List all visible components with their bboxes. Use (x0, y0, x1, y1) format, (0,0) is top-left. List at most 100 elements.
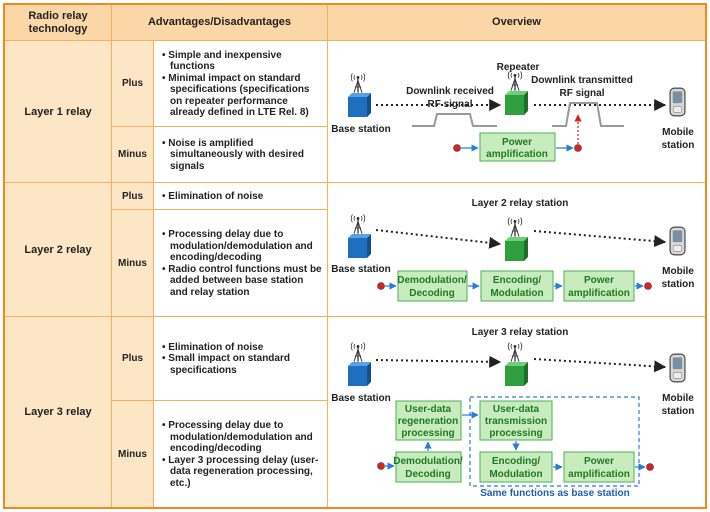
demodulation-block (395, 451, 462, 483)
signal-arrow (375, 229, 502, 249)
input-dot (453, 144, 461, 152)
udt-text: User-data (493, 404, 540, 415)
ms-line2: station (662, 406, 695, 417)
pa-line1: Power (584, 456, 614, 467)
header-advantages-text: Advantages/Disadvantages (147, 16, 292, 28)
layer2-plus-label: Plus (112, 183, 154, 210)
demodulation-text: Demodulation/ (393, 456, 463, 467)
ms-line1: Mobile (662, 127, 694, 138)
demodulation-text-2: Decoding (409, 288, 455, 299)
header-technology: Radio relay technology (5, 5, 112, 41)
same-functions-box (469, 396, 640, 487)
downlink-transmitted-label: Downlink transmitted (531, 75, 633, 86)
layer2-label: Layer 2 relay (5, 183, 112, 317)
layer1-minus-label-text: Minus (118, 149, 147, 160)
udr-text-3: processing (401, 428, 454, 439)
layer1-plus-list: • Simple and inexpensive functions • Min… (154, 41, 328, 127)
output-dot (574, 144, 582, 152)
demodulation-block (397, 270, 468, 302)
bullet-text: Processing delay due to modulation/demod… (168, 229, 313, 263)
mobile-phone-icon (669, 87, 686, 117)
layer2-minus-label-text: Minus (118, 257, 147, 269)
power-amplification-block (563, 451, 635, 483)
mobile-phone-icon (669, 353, 686, 383)
bullet: • Elimination of noise (162, 190, 264, 202)
repeater-icon (505, 70, 528, 115)
encoding-block (480, 270, 554, 302)
layer2-plus-label-text: Plus (121, 190, 144, 202)
bullet: • Simple and inexpensive functions (162, 49, 282, 73)
demod-line1: Demodulation/ (393, 456, 463, 467)
layer2-plus-list: • Elimination of noise (154, 183, 328, 210)
layer3-diagram: Layer 3 relay station Base station Same … (331, 327, 694, 499)
bullet-text: Layer 3 processing delay (user-data rege… (168, 454, 319, 489)
power-amplification-block (479, 132, 556, 162)
power-amplification-text: Power (584, 456, 614, 467)
layer3-label-text: Layer 3 relay (24, 406, 92, 418)
ms-line1: Mobile (662, 393, 694, 404)
downlink-received-line1: Downlink received (406, 86, 494, 97)
downlink-transmitted-label-2: RF signal (559, 88, 604, 99)
output-dot (646, 463, 654, 471)
layer1-plus-label-text: Plus (121, 78, 144, 89)
input-dot (377, 282, 385, 290)
encoding-text-2: Modulation (489, 469, 542, 480)
rf-pulse-transmitted (552, 102, 624, 127)
header-overview-text: Overview (492, 16, 541, 28)
power-amplification-text-2: amplification (486, 149, 548, 160)
power-amplification-block (563, 270, 635, 302)
signal-arrow (375, 355, 502, 368)
layer1-minus-label: Minus (112, 127, 154, 183)
pa-line2: amplification (486, 149, 548, 160)
udr-text-2: regeneration (398, 416, 459, 427)
encoding-text: Encoding/ (493, 275, 542, 286)
bullet-text: Elimination of noise (168, 341, 264, 353)
repeater-label: Repeater (497, 62, 540, 73)
layer3-relay-station-label: Layer 3 relay station (472, 327, 569, 338)
power-amplification-text-2: amplification (568, 288, 630, 299)
udr-line2: regeneration (398, 416, 459, 427)
layer3-label: Layer 3 relay (5, 317, 112, 507)
bullet-text: Small impact on standard specifications (168, 353, 290, 376)
header-advantages: Advantages/Disadvantages (112, 5, 328, 41)
bullet: • Elimination of noise (162, 341, 264, 353)
base-station-label: Base station (331, 264, 390, 275)
layer3-plus-label: Plus (112, 317, 154, 401)
base-station-icon (348, 213, 371, 258)
udr-line3: processing (401, 428, 454, 439)
base-station-icon (348, 341, 371, 386)
layer2-relay-station-label: Layer 2 relay station (472, 198, 569, 209)
mobile-station-label-2: station (662, 140, 695, 151)
power-amplification-text-2: amplification (568, 469, 630, 480)
layer2-minus-list: • Processing delay due to modulation/dem… (154, 210, 328, 317)
bullet: • Radio control functions must be added … (162, 263, 322, 298)
mobile-phone-icon (669, 226, 686, 256)
downlink-received-label-2: RF signal (427, 99, 472, 110)
base-station-icon (348, 72, 371, 117)
udr-line1: User-data (405, 404, 452, 415)
downlink-received-line2: RF signal (427, 99, 472, 110)
input-dot (377, 462, 385, 470)
udt-line1: User-data (493, 404, 540, 415)
bullet: • Small impact on standard specification… (162, 353, 290, 376)
layer2-diagram: Layer 2 relay station Base station Demod… (331, 198, 695, 302)
demod-line2: Decoding (409, 288, 455, 299)
ms-line2: station (662, 279, 695, 290)
bullet: • Layer 3 processing delay (user-data re… (162, 454, 319, 489)
relay-station-icon (505, 216, 528, 261)
enc-line2: Modulation (489, 469, 542, 480)
user-data-transmission-block (479, 400, 553, 441)
mobile-station-label: Mobile (662, 393, 694, 404)
layer1-plus-label: Plus (112, 41, 154, 127)
bullet-text: Elimination of noise (168, 190, 264, 202)
power-amplification-text: Power (584, 275, 614, 286)
layer3-minus-list: • Processing delay due to modulation/dem… (154, 401, 328, 507)
demod-line1: Demodulation/ (397, 275, 467, 286)
demod-line2: Decoding (405, 469, 451, 480)
demodulation-text-2: Decoding (405, 469, 451, 480)
mobile-station-label-2: station (662, 279, 695, 290)
enc-line2: Modulation (490, 288, 543, 299)
udt-text-2: transmission (485, 416, 547, 427)
enc-line1: Encoding/ (492, 456, 541, 467)
